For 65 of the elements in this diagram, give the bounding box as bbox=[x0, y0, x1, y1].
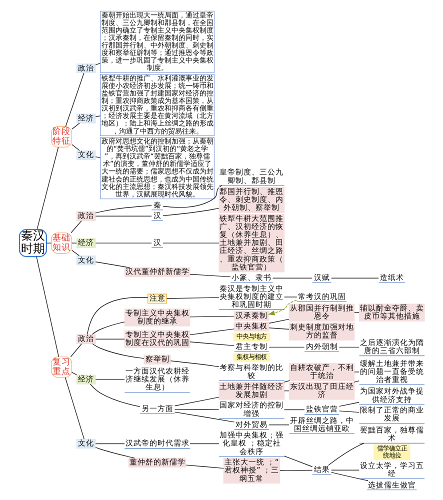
connector bbox=[162, 184, 222, 208]
connector bbox=[174, 408, 219, 410]
connector bbox=[327, 442, 364, 466]
connector bbox=[283, 380, 290, 382]
connector bbox=[189, 328, 234, 335]
connector bbox=[283, 455, 312, 467]
connector bbox=[185, 464, 224, 468]
connector bbox=[92, 342, 144, 358]
connector bbox=[166, 296, 219, 298]
connector bbox=[162, 207, 219, 216]
arrow bbox=[267, 299, 297, 315]
connector bbox=[94, 215, 152, 216]
connector bbox=[283, 408, 304, 410]
connector bbox=[338, 401, 359, 406]
connector bbox=[170, 360, 219, 367]
connector bbox=[338, 410, 359, 412]
connector bbox=[94, 261, 130, 268]
connector bbox=[272, 277, 312, 278]
connector bbox=[189, 442, 219, 444]
connector bbox=[268, 318, 289, 324]
connector bbox=[64, 72, 84, 126]
connector bbox=[36, 146, 58, 230]
connector bbox=[189, 315, 234, 317]
connector bbox=[86, 296, 148, 334]
connector bbox=[70, 342, 82, 357]
connector bbox=[354, 371, 359, 372]
connector bbox=[94, 338, 124, 339]
connector bbox=[94, 442, 124, 444]
connector bbox=[189, 273, 230, 277]
connector bbox=[71, 249, 80, 256]
connector bbox=[353, 380, 359, 382]
connector bbox=[94, 204, 152, 213]
connector bbox=[338, 346, 359, 348]
connector bbox=[71, 371, 77, 375]
connector bbox=[36, 256, 59, 357]
connector bbox=[89, 383, 140, 406]
connector bbox=[94, 446, 134, 458]
connector bbox=[91, 321, 124, 334]
node-box: 秦汉时期 bbox=[18, 228, 46, 257]
connector bbox=[64, 376, 84, 439]
connector bbox=[162, 242, 219, 243]
connector bbox=[70, 220, 82, 233]
node-box: 基础知识 bbox=[50, 232, 72, 254]
connector bbox=[189, 341, 234, 346]
connector bbox=[330, 469, 360, 470]
connector bbox=[71, 122, 80, 129]
connector bbox=[94, 378, 124, 380]
connector bbox=[71, 242, 76, 243]
connector bbox=[330, 277, 378, 278]
connector bbox=[94, 156, 100, 158]
connector bbox=[94, 115, 100, 117]
connector bbox=[279, 469, 312, 470]
node-box: 复习重点 bbox=[50, 356, 72, 378]
connector bbox=[268, 346, 304, 348]
connector bbox=[94, 242, 152, 243]
connector bbox=[71, 144, 80, 150]
node-box: 阶段特征 bbox=[50, 126, 72, 147]
connector bbox=[268, 424, 289, 425]
connector bbox=[174, 396, 219, 406]
connector bbox=[174, 411, 234, 422]
connector bbox=[330, 471, 368, 480]
connector bbox=[268, 327, 289, 330]
connector bbox=[46, 242, 52, 243]
connector bbox=[94, 62, 100, 65]
connector bbox=[283, 296, 297, 297]
